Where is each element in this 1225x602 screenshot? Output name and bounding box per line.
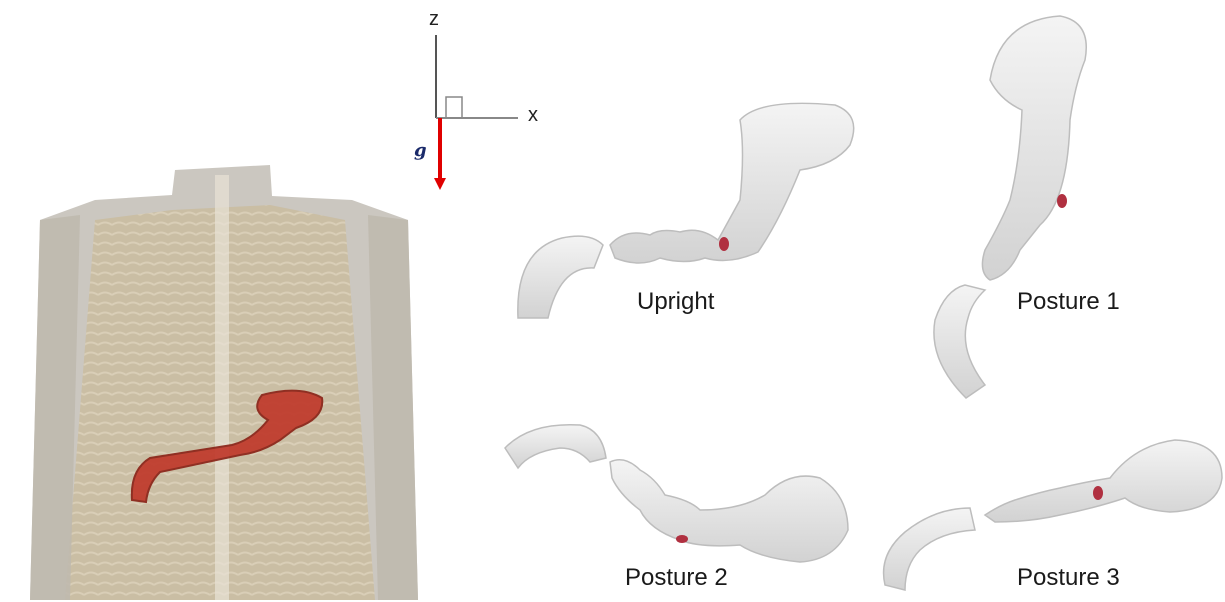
x-axis-label: x (528, 104, 538, 127)
torso-model (30, 165, 418, 600)
stomach-model-upright (518, 103, 854, 318)
right-angle-marker (446, 97, 462, 118)
stomach-model-posture-1 (934, 16, 1086, 398)
stomach-model-posture-2 (505, 425, 848, 562)
marker-posture-1 (1057, 194, 1067, 208)
marker-posture-2 (676, 535, 688, 543)
label-posture-2: Posture 2 (625, 564, 728, 592)
z-axis-label: z (429, 8, 439, 31)
marker-upright (719, 237, 729, 251)
label-upright: Upright (637, 288, 714, 316)
axis-indicator (434, 35, 518, 190)
label-posture-3: Posture 3 (1017, 564, 1120, 592)
gravity-label: g (414, 140, 427, 161)
marker-posture-3 (1093, 486, 1103, 500)
gravity-arrowhead (434, 178, 446, 190)
label-posture-1: Posture 1 (1017, 288, 1120, 316)
